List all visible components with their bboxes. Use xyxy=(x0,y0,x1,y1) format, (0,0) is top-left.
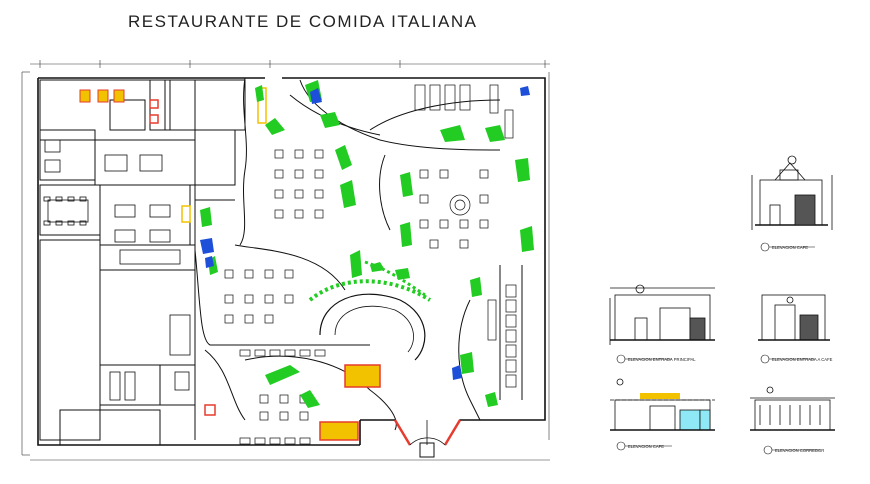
booth-seating xyxy=(239,84,517,445)
elevation-4 xyxy=(610,378,715,431)
dimension-lines xyxy=(21,60,550,461)
elevation-5 xyxy=(750,386,835,431)
elevation-label-4: ELEVACION CAFE xyxy=(628,444,664,449)
elevation-3 xyxy=(758,294,830,341)
entrance-door xyxy=(409,420,446,446)
elevation-label-2: ELEVACION ENTRADA PRINCIPAL xyxy=(628,357,696,362)
meeting-table xyxy=(43,196,89,226)
colored-blocks xyxy=(319,364,462,458)
elevation-2 xyxy=(609,284,715,345)
water-features xyxy=(200,86,530,380)
green-planters xyxy=(200,80,534,408)
elevation-label-markers xyxy=(616,242,820,455)
elevation-label-5: ELEVACION CORREDOR xyxy=(775,448,824,453)
restroom-fixtures xyxy=(79,87,267,416)
service-block-walls xyxy=(39,79,246,446)
elevation-labels: ELEVACION CAFE ELEVACION ENTRADA PRINCIP… xyxy=(628,245,833,453)
dining-tables xyxy=(224,149,489,421)
central-bar xyxy=(308,260,432,361)
elevation-label-1: ELEVACION CAFE xyxy=(772,245,808,250)
drawing-title: RESTAURANTE DE COMIDA ITALIANA xyxy=(128,12,478,31)
office-desks xyxy=(44,139,191,401)
elevation-label-3: ELEVACION ENTRADA A CAFE xyxy=(772,357,833,362)
dining-curved-walls xyxy=(194,77,523,431)
elevation-1 xyxy=(751,155,833,230)
building-walls xyxy=(37,77,546,446)
